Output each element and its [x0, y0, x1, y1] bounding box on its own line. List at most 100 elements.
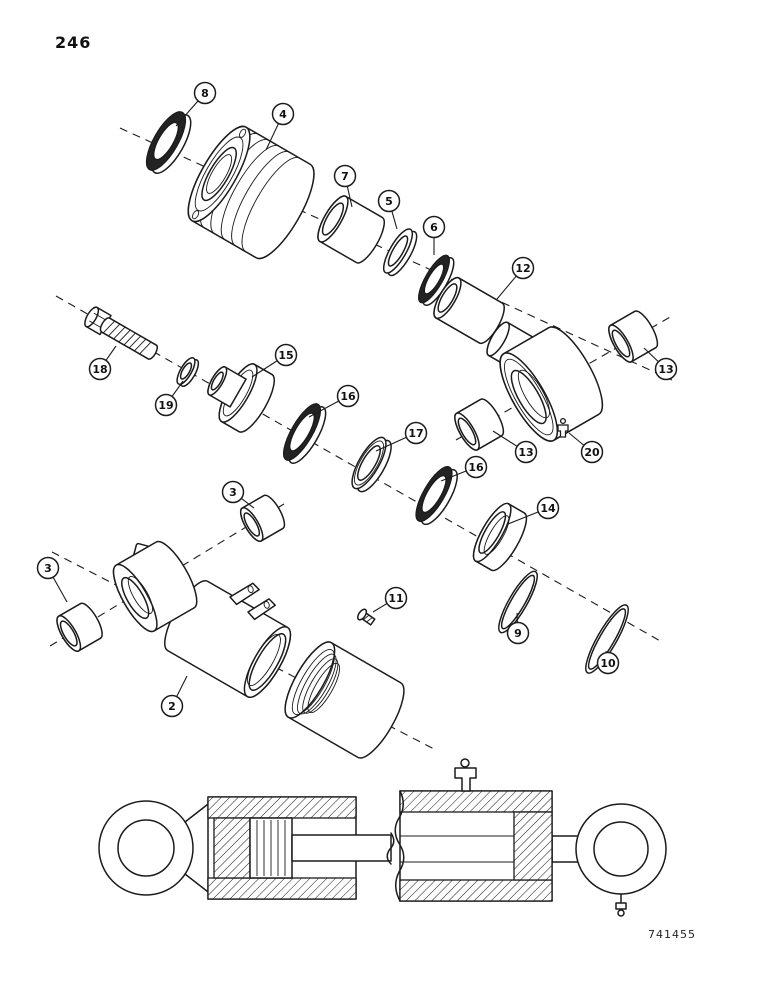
cross-section-cap-end	[394, 758, 667, 917]
callout-balloon	[193, 81, 217, 105]
callout-16: 16	[440, 455, 488, 482]
callout-balloon	[160, 694, 184, 718]
callout-leader-line	[175, 100, 199, 127]
page-number: 246	[55, 33, 91, 52]
callout-number: 8	[201, 87, 209, 100]
callout-9: 9	[506, 612, 530, 645]
callout-balloon	[336, 384, 360, 408]
part-13-eye-bushing-front	[454, 398, 505, 451]
callout-balloon	[511, 256, 535, 280]
part-9-o-ring	[498, 570, 538, 634]
callout-leader-line	[375, 437, 407, 452]
part-6-rod-seal	[418, 254, 455, 307]
callout-balloon	[506, 621, 530, 645]
part-2-tab-b	[247, 598, 276, 621]
callout-leader-line	[241, 498, 255, 509]
callout-number: 14	[540, 502, 556, 515]
callout-leader-line	[251, 360, 278, 378]
callout-leader-line	[507, 511, 538, 525]
callout-number: 20	[584, 446, 600, 459]
callout-number: 5	[385, 195, 393, 208]
part-18-bolt	[84, 306, 159, 360]
callout-3: 3	[36, 556, 68, 603]
part-8-wiper-seal	[145, 111, 192, 174]
callout-number: 2	[168, 700, 176, 713]
callout-balloon	[377, 189, 401, 213]
callout-5: 5	[377, 189, 401, 230]
callout-balloon	[333, 164, 357, 188]
callout-balloon	[384, 586, 408, 610]
callout-number: 10	[600, 657, 616, 670]
part-19-washer	[176, 356, 200, 388]
part-16-piston-seal-a	[282, 403, 327, 464]
callout-balloon	[36, 556, 60, 580]
callout-16: 16	[308, 384, 360, 418]
callout-leader-line	[492, 430, 518, 447]
figure-number: 741455	[648, 928, 696, 941]
callout-leader-line	[440, 470, 466, 482]
callout-balloon	[274, 343, 298, 367]
part-15-piston	[207, 363, 275, 433]
callout-balloon	[514, 440, 538, 464]
callout-balloon	[221, 480, 245, 504]
callout-number: 3	[229, 486, 237, 499]
grease-fitting-bottom	[615, 902, 627, 910]
callout-15: 15	[251, 343, 298, 378]
callout-13: 13	[492, 430, 538, 464]
grease-fitting-bottom-tip	[617, 909, 625, 917]
callout-13: 13	[643, 347, 678, 381]
callout-balloon	[88, 357, 112, 381]
cross-section-rod-end	[98, 796, 395, 900]
part-rod-eye	[499, 326, 604, 442]
callout-number: 16	[340, 390, 356, 403]
callout-4: 4	[265, 102, 295, 151]
part-threaded-tube	[284, 641, 405, 759]
callout-number: 9	[514, 627, 522, 640]
part-14-retainer-ring	[472, 502, 528, 572]
part-2-cylinder-case	[112, 540, 292, 698]
callout-balloon	[404, 421, 428, 445]
callout-12: 12	[496, 256, 535, 300]
callout-balloon	[596, 651, 620, 675]
callout-leader-line	[308, 400, 339, 418]
callout-14: 14	[507, 496, 560, 525]
part-3-case-bushing-front	[56, 602, 103, 652]
part-12-spacer-sleeve	[433, 276, 505, 345]
callout-leader-line	[105, 345, 117, 361]
grease-fitting-top	[454, 767, 477, 792]
callout-19: 19	[154, 380, 184, 417]
callout-balloon	[654, 357, 678, 381]
callout-leader-line	[391, 211, 398, 230]
callout-20: 20	[568, 432, 604, 464]
callout-balloon	[154, 393, 178, 417]
callout-leader-line	[176, 675, 188, 697]
callout-leader-line	[372, 603, 387, 613]
callout-leader-line	[496, 276, 517, 300]
callout-balloons: 8 4 7 5 6 12 13 20 13 18 19 15 16 17 16 14 9 10 3 3 2 11	[36, 81, 678, 718]
callout-3: 3	[221, 480, 255, 509]
callout-number: 16	[468, 461, 484, 474]
callout-number: 17	[408, 427, 423, 440]
callout-balloon	[536, 496, 560, 520]
part-2-tab-a	[229, 582, 260, 606]
part-4-head-gland	[187, 125, 315, 260]
part-5-backup-ring	[382, 228, 418, 277]
callout-2: 2	[160, 675, 188, 718]
callout-number: 18	[92, 363, 107, 376]
callout-number: 4	[279, 108, 287, 121]
callout-balloon	[422, 215, 446, 239]
callout-balloon	[271, 102, 295, 126]
callout-leader-line	[346, 186, 353, 208]
callout-number: 13	[518, 446, 533, 459]
callout-number: 13	[658, 363, 673, 376]
part-16-piston-seal-b	[415, 466, 458, 526]
callout-number: 6	[430, 221, 438, 234]
callout-number: 7	[341, 170, 349, 183]
callout-7: 7	[333, 164, 357, 208]
callout-11: 11	[372, 586, 408, 613]
callout-10: 10	[596, 650, 620, 675]
callout-leader-line	[265, 123, 279, 151]
callout-17: 17	[375, 421, 428, 452]
callout-number: 3	[44, 562, 52, 575]
